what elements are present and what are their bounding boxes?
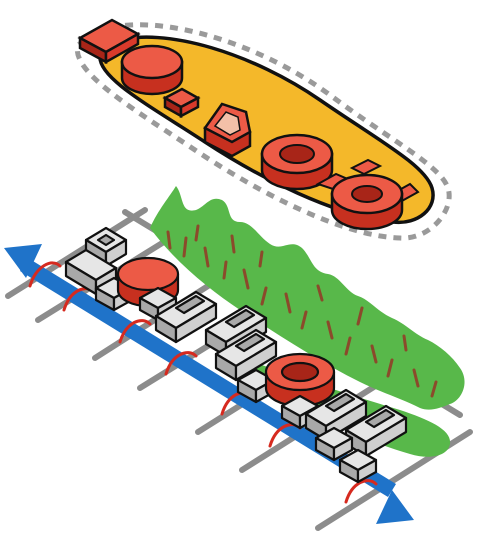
red-block-ring <box>262 135 332 189</box>
red-block-cylinder <box>122 46 182 94</box>
upper-layer <box>77 20 449 238</box>
